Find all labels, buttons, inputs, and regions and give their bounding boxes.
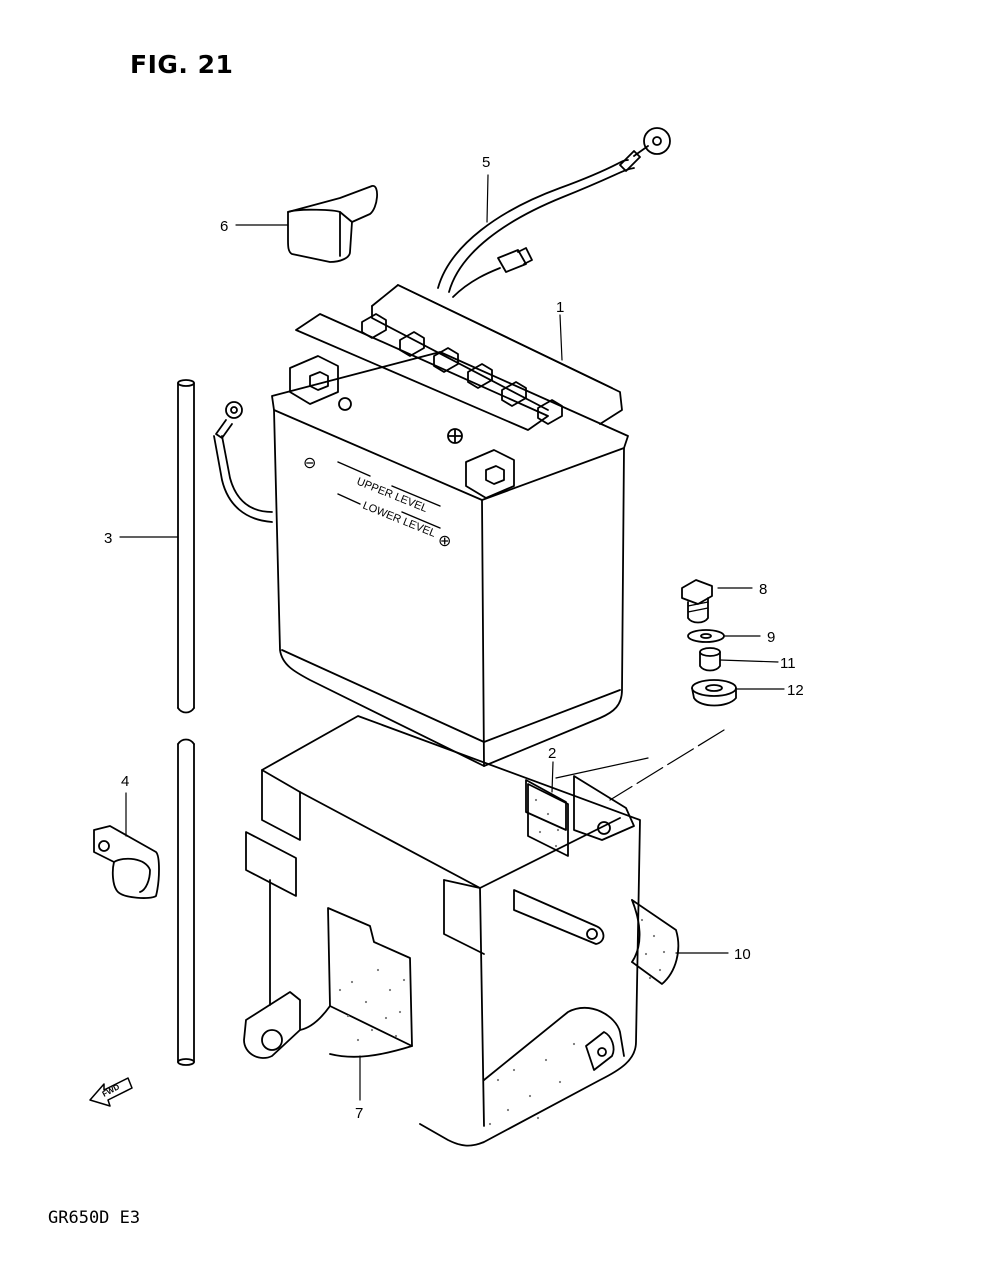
fwd-arrow: FWD [89, 1077, 133, 1107]
negative-terminal-symbol: ⊖ [303, 455, 316, 472]
battery-holder-part-7 [243, 715, 680, 1147]
callout-numbers: 1 2 3 4 5 6 7 8 9 12 11 10 [104, 154, 804, 1122]
leader-lines [119, 174, 785, 1101]
terminal-cover-part-6 [287, 185, 378, 263]
cushion-stipple [338, 798, 666, 1126]
battery-part-1 [213, 284, 629, 767]
hose-clamp-part-4 [93, 825, 160, 899]
figure-title: FIG. 21 [130, 50, 234, 79]
callout-7: 7 [355, 1105, 363, 1122]
bolt-part-8 [681, 579, 713, 624]
breather-hose-part-3 [177, 379, 195, 1066]
model-code: GR650D E3 [48, 1208, 141, 1228]
callout-1: 1 [556, 299, 564, 316]
cushion-part-10 [691, 679, 737, 707]
callout-5: 5 [482, 154, 490, 171]
callout-9: 9 [767, 629, 775, 646]
callout-10: 12 [787, 682, 804, 699]
callout-12: 10 [734, 946, 751, 963]
callout-8: 8 [759, 581, 767, 598]
callout-11: 11 [780, 655, 796, 672]
callout-6: 6 [220, 218, 228, 235]
callout-2: 2 [548, 745, 556, 762]
lead-wire-part-5 [437, 127, 671, 298]
callout-3: 3 [104, 530, 112, 547]
callout-4: 4 [121, 773, 129, 790]
positive-terminal-symbol: ⊕ [438, 533, 451, 550]
washer-part-9 [687, 629, 725, 643]
spacer-part-11 [699, 647, 721, 672]
